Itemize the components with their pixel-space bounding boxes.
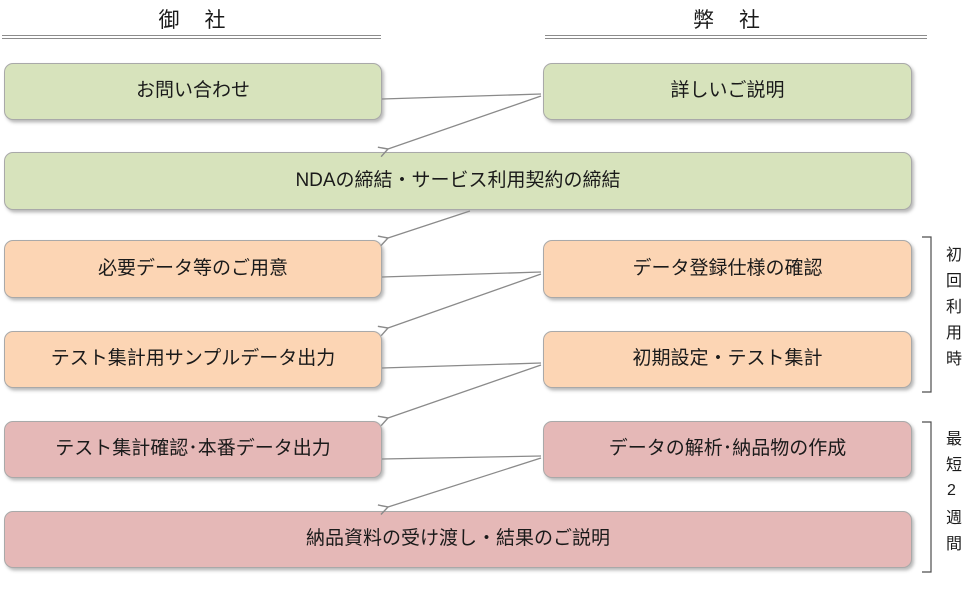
step-test-confirm: テスト集計確認･本番データ出力 (4, 421, 382, 478)
step-spec-confirm-label: データ登録仕様の確認 (632, 257, 823, 279)
connector-prepare-to-spec (381, 271, 542, 278)
step-explanation-label: 詳しいご説明 (670, 80, 785, 102)
connector-sample-to-setup (381, 362, 542, 369)
arrow-explanation-to-nda (377, 95, 542, 158)
step-explanation: 詳しいご説明 (543, 63, 912, 120)
annotation-two-weeks: 最短2週間 (943, 430, 960, 561)
step-prepare-data-label: 必要データ等のご用意 (97, 257, 288, 279)
step-initial-setup-label: 初期設定・テスト集計 (632, 348, 823, 370)
step-prepare-data: 必要データ等のご用意 (4, 240, 382, 298)
step-sample-output: テスト集計用サンプルデータ出力 (4, 331, 382, 388)
step-analysis: データの解析･納品物の作成 (543, 421, 912, 478)
arrow-nda-to-prepare-data (377, 210, 471, 247)
connector-test-to-analysis (381, 455, 542, 460)
column-header-vendor: 弊 社 (693, 9, 762, 32)
step-nda: NDAの締結・サービス利用契約の締結 (4, 152, 912, 210)
bracket-two-weeks (922, 421, 932, 573)
arrow-spec-to-sample-output (377, 273, 542, 337)
step-initial-setup: 初期設定・テスト集計 (543, 331, 912, 388)
bracket-first-use (922, 236, 932, 393)
arrow-analysis-to-delivery (377, 457, 542, 515)
step-spec-confirm: データ登録仕様の確認 (543, 240, 912, 298)
step-test-confirm-label: テスト集計確認･本番データ出力 (55, 438, 331, 460)
step-inquiry-label: お問い合わせ (135, 80, 250, 102)
step-delivery: 納品資料の受け渡し・結果のご説明 (4, 511, 912, 568)
annotation-first-use: 初回利用時 (943, 246, 960, 376)
step-analysis-label: データの解析･納品物の作成 (608, 438, 847, 460)
step-sample-output-label: テスト集計用サンプルデータ出力 (50, 348, 336, 370)
column-header-customer: 御 社 (158, 9, 228, 32)
header-underline-right (545, 35, 927, 39)
step-nda-label: NDAの締結・サービス利用契約の締結 (295, 169, 621, 191)
step-inquiry: お問い合わせ (4, 63, 382, 120)
arrow-setup-to-test-confirm (377, 364, 542, 427)
connector-inquiry-to-explanation (381, 93, 542, 100)
header-underline-left (2, 35, 381, 39)
step-delivery-label: 納品資料の受け渡し・結果のご説明 (305, 528, 610, 550)
